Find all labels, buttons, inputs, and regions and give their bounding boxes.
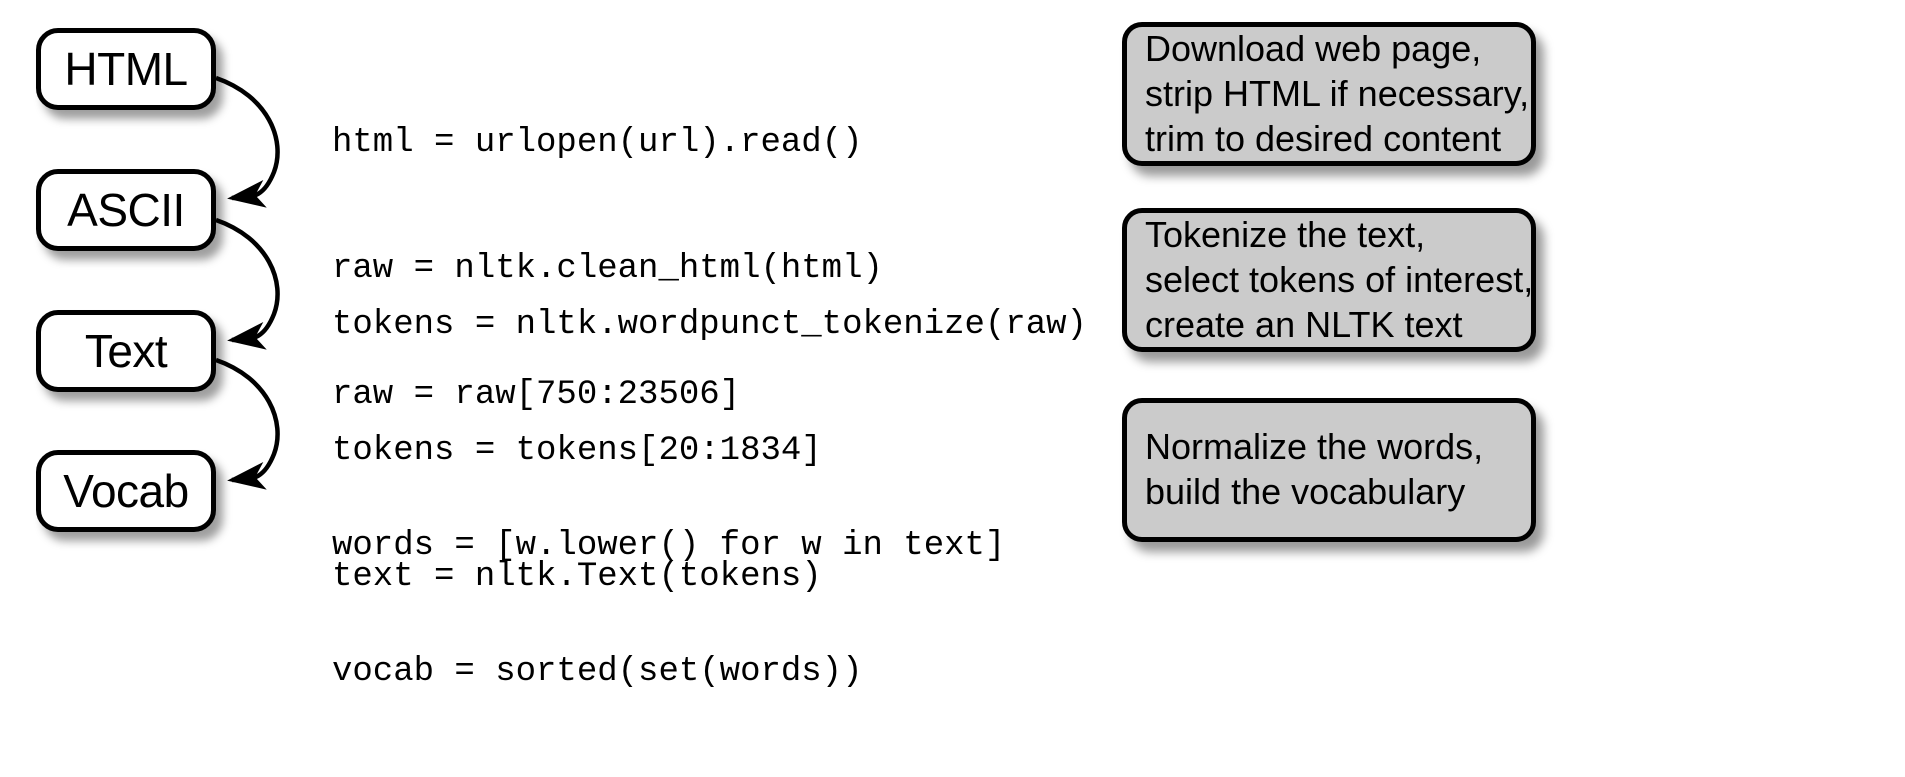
code-line: html = urlopen(url).read()	[332, 124, 863, 162]
callout-line: select tokens of interest,	[1145, 258, 1534, 300]
code-line: tokens = nltk.wordpunct_tokenize(raw)	[332, 306, 1087, 344]
arrow-text-to-vocab	[215, 357, 280, 490]
code-block-download: html = urlopen(url).read() raw = nltk.cl…	[332, 38, 883, 500]
stage-box-html[interactable]: HTML	[36, 28, 216, 110]
arrow-html-to-ascii	[215, 75, 280, 208]
code-block-tokenize: tokens = nltk.wordpunct_tokenize(raw) to…	[332, 220, 1087, 682]
callout-line: build the vocabulary	[1145, 471, 1466, 512]
code-block-normalize: words = [w.lower() for w in text] vocab …	[332, 441, 1005, 777]
callout-line: Normalize the words,	[1145, 426, 1484, 467]
code-line: raw = nltk.clean_html(html)	[332, 250, 883, 288]
code-line: text = nltk.Text(tokens)	[332, 558, 822, 596]
callout-line: trim to desired content	[1145, 117, 1502, 159]
code-line: raw = raw[750:23506]	[332, 376, 741, 414]
callout-tokenize: Tokenize the text, select tokens of inte…	[1122, 208, 1536, 352]
callout-line: strip HTML if necessary,	[1145, 72, 1530, 114]
code-line: words = [w.lower() for w in text]	[332, 527, 1006, 565]
callout-line: Tokenize the text,	[1145, 213, 1426, 255]
callout-line: Download web page,	[1145, 27, 1482, 69]
diagram-canvas: HTML ASCII Text Vocab html = urlopen(url…	[36, 22, 1536, 691]
callout-normalize: Normalize the words, build the vocabular…	[1122, 398, 1536, 542]
stage-label: HTML	[64, 43, 188, 95]
callout-line: create an NLTK text	[1145, 303, 1463, 345]
stage-label: Text	[84, 325, 168, 377]
arrow-ascii-to-text	[215, 217, 280, 350]
stage-box-ascii[interactable]: ASCII	[36, 169, 216, 251]
stage-label: Vocab	[63, 465, 189, 517]
stage-box-text[interactable]: Text	[36, 310, 216, 392]
stage-label: ASCII	[67, 184, 185, 236]
code-line: tokens = tokens[20:1834]	[332, 432, 822, 470]
stage-box-vocab[interactable]: Vocab	[36, 450, 216, 532]
code-line: vocab = sorted(set(words))	[332, 653, 863, 691]
callout-download: Download web page, strip HTML if necessa…	[1122, 22, 1536, 166]
